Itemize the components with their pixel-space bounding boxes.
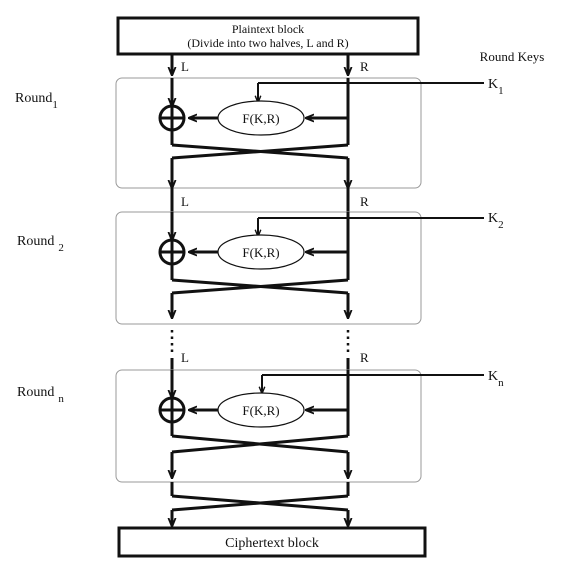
- round-n-f-label: F(K,R): [242, 403, 279, 418]
- plaintext-title: Plaintext block: [232, 22, 304, 36]
- half-label-right-2: R: [360, 194, 369, 209]
- half-label-left-n: L: [181, 350, 189, 365]
- round-keys-title: Round Keys: [480, 49, 545, 64]
- round-2-box: [115, 211, 422, 325]
- round-1-cross-rl: [171, 143, 349, 160]
- ciphertext-label: Ciphertext block: [225, 536, 319, 551]
- round-n-key-label: Kn: [488, 369, 504, 389]
- round-1-f-label: F(K,R): [242, 111, 279, 126]
- round-2-f-label: F(K,R): [242, 245, 279, 260]
- round-1-box: [115, 77, 422, 189]
- final-cross-rl: [171, 494, 349, 512]
- round-1: Round1 K1 F(K,R): [15, 77, 504, 188]
- half-label-right: R: [360, 59, 369, 74]
- half-label-left: L: [181, 59, 189, 74]
- round-n-cross-rl: [171, 434, 349, 454]
- half-label-right-n: R: [360, 350, 369, 365]
- round-1-label: Round1: [15, 91, 58, 111]
- round-2-cross-rl: [171, 278, 349, 295]
- round-2-key-label: K2: [488, 211, 504, 231]
- round-n-box: [115, 369, 422, 483]
- plaintext-subtitle: (Divide into two halves, L and R): [187, 36, 348, 50]
- plaintext-block: [116, 16, 420, 56]
- half-label-left-2: L: [181, 194, 189, 209]
- round-1-key-label: K1: [488, 77, 504, 97]
- ciphertext-block: [117, 526, 427, 558]
